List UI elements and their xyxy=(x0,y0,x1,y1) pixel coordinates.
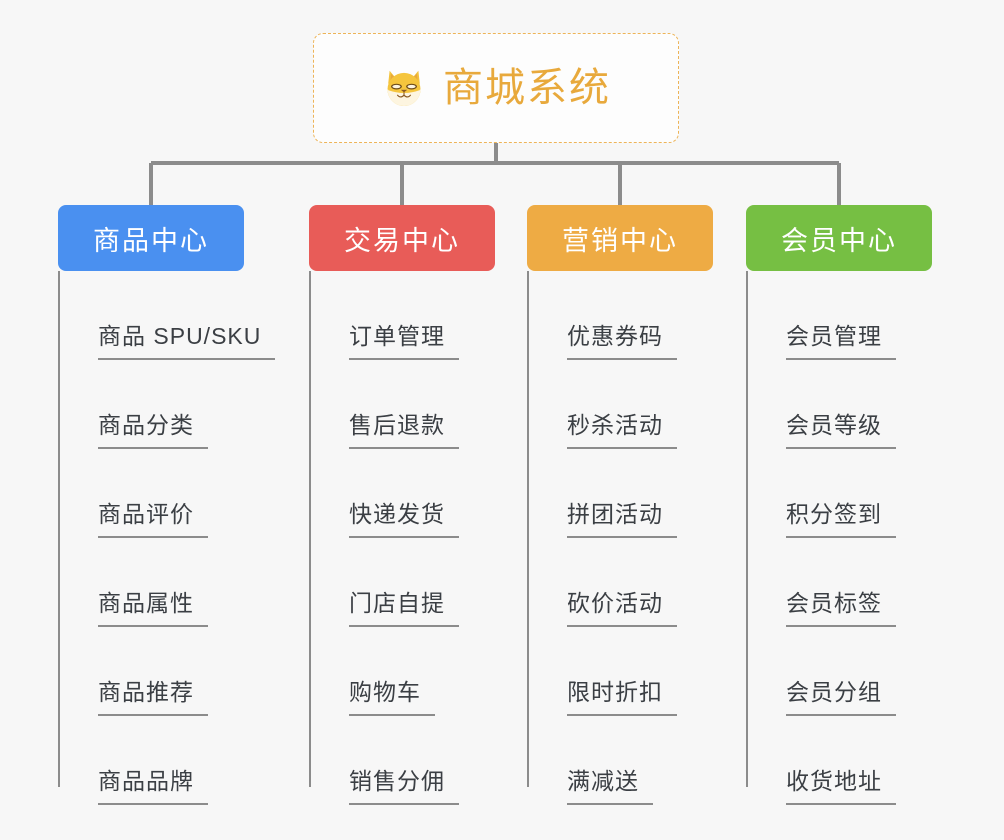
category-body-product: 商品 SPU/SKU 商品分类 商品评价 商品属性 商品推荐 商品品牌 xyxy=(58,271,276,805)
leaf-item[interactable]: 商品 SPU/SKU xyxy=(76,271,276,360)
leaf-item[interactable]: 售后退款 xyxy=(327,360,495,449)
leaf-label: 门店自提 xyxy=(349,584,459,627)
category-head-marketing[interactable]: 营销中心 xyxy=(527,205,713,271)
leaf-label: 优惠券码 xyxy=(567,317,677,360)
category-head-product[interactable]: 商品中心 xyxy=(58,205,244,271)
leaf-item[interactable]: 商品品牌 xyxy=(76,716,275,805)
leaf-item[interactable]: 商品评价 xyxy=(76,449,275,538)
leaf-item[interactable]: 满减送 xyxy=(545,716,713,805)
leaf-item[interactable]: 拼团活动 xyxy=(545,449,713,538)
category-title: 会员中心 xyxy=(781,225,897,256)
leaf-item[interactable]: 会员标签 xyxy=(764,538,932,627)
category-body-member: 会员管理 会员等级 积分签到 会员标签 会员分组 收货地址 xyxy=(746,271,932,805)
leaf-label: 商品属性 xyxy=(98,584,208,627)
leaf-item[interactable]: 商品属性 xyxy=(76,538,275,627)
leaf-item[interactable]: 秒杀活动 xyxy=(545,360,713,449)
root-node[interactable]: 商城系统 xyxy=(313,33,679,143)
category-body-marketing: 优惠券码 秒杀活动 拼团活动 砍价活动 限时折扣 满减送 xyxy=(527,271,713,805)
category-body-trade: 订单管理 售后退款 快递发货 门店自提 购物车 销售分佣 xyxy=(309,271,495,805)
leaf-item[interactable]: 商品分类 xyxy=(76,360,275,449)
category-title: 营销中心 xyxy=(562,225,678,256)
leaf-item[interactable]: 积分签到 xyxy=(764,449,932,538)
category-column-marketing: 营销中心 优惠券码 秒杀活动 拼团活动 砍价活动 限时折扣 满减送 xyxy=(527,205,713,805)
leaf-label: 订单管理 xyxy=(349,317,459,360)
leaf-label: 砍价活动 xyxy=(567,584,677,627)
leaf-label: 商品推荐 xyxy=(98,673,208,716)
leaf-label: 秒杀活动 xyxy=(567,406,677,449)
leaf-item[interactable]: 商品推荐 xyxy=(76,627,275,716)
leaf-label: 购物车 xyxy=(349,673,435,716)
leaf-item[interactable]: 收货地址 xyxy=(764,716,932,805)
leaf-label: 商品品牌 xyxy=(98,762,208,805)
leaf-label: 会员标签 xyxy=(786,584,896,627)
leaf-label: 会员分组 xyxy=(786,673,896,716)
leaf-item[interactable]: 砍价活动 xyxy=(545,538,713,627)
leaf-label: 商品 SPU/SKU xyxy=(98,317,276,360)
leaf-label: 快递发货 xyxy=(349,495,459,538)
category-head-member[interactable]: 会员中心 xyxy=(746,205,932,271)
category-column-trade: 交易中心 订单管理 售后退款 快递发货 门店自提 购物车 销售分佣 xyxy=(309,205,495,805)
shiba-dog-icon xyxy=(387,70,421,106)
leaf-item[interactable]: 会员分组 xyxy=(764,627,932,716)
leaf-label: 商品评价 xyxy=(98,495,208,538)
leaf-label: 收货地址 xyxy=(786,762,896,805)
category-column-member: 会员中心 会员管理 会员等级 积分签到 会员标签 会员分组 收货地址 xyxy=(746,205,932,805)
leaf-label: 拼团活动 xyxy=(567,495,677,538)
leaf-label: 销售分佣 xyxy=(349,762,459,805)
leaf-item[interactable]: 门店自提 xyxy=(327,538,495,627)
leaf-label: 商品分类 xyxy=(98,406,208,449)
leaf-label: 会员等级 xyxy=(786,406,896,449)
leaf-label: 售后退款 xyxy=(349,406,459,449)
leaf-label: 会员管理 xyxy=(786,317,896,360)
leaf-item[interactable]: 快递发货 xyxy=(327,449,495,538)
leaf-item[interactable]: 限时折扣 xyxy=(545,627,713,716)
category-head-trade[interactable]: 交易中心 xyxy=(309,205,495,271)
category-title: 商品中心 xyxy=(93,225,209,256)
leaf-item[interactable]: 订单管理 xyxy=(327,271,495,360)
leaf-item[interactable]: 优惠券码 xyxy=(545,271,713,360)
leaf-item[interactable]: 销售分佣 xyxy=(327,716,495,805)
leaf-item[interactable]: 会员管理 xyxy=(764,271,932,360)
root-title: 商城系统 xyxy=(443,66,611,110)
leaf-label: 限时折扣 xyxy=(567,673,677,716)
leaf-label: 积分签到 xyxy=(786,495,896,538)
category-column-product: 商品中心 商品 SPU/SKU 商品分类 商品评价 商品属性 商品推荐 商品品牌 xyxy=(58,205,276,805)
category-title: 交易中心 xyxy=(344,225,460,256)
leaf-label: 满减送 xyxy=(567,762,653,805)
leaf-item[interactable]: 会员等级 xyxy=(764,360,932,449)
leaf-item[interactable]: 购物车 xyxy=(327,627,495,716)
